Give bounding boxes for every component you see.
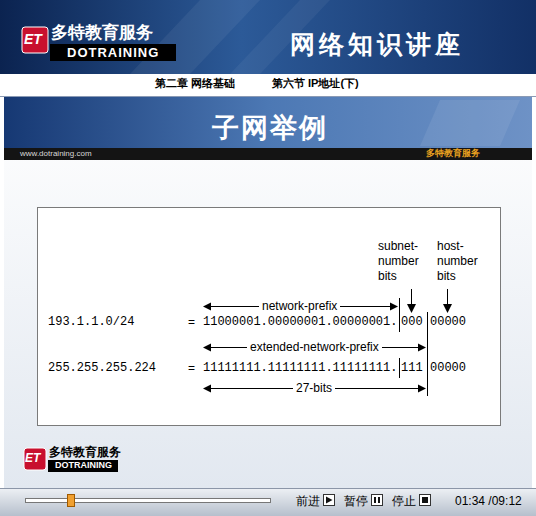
pointer-line bbox=[447, 289, 448, 306]
arrow-head bbox=[390, 303, 398, 311]
arrow-head bbox=[203, 385, 211, 393]
prefix-label: network-prefix bbox=[259, 299, 340, 313]
player-bar bbox=[0, 488, 536, 516]
logo-band bbox=[48, 460, 118, 472]
subnet-mask: 255.255.255.224 bbox=[48, 361, 156, 375]
logo-badge bbox=[22, 27, 48, 53]
divider-bar bbox=[399, 298, 400, 332]
pause-icon bbox=[372, 495, 383, 506]
logo-text: 多特教育服务 bbox=[51, 23, 153, 43]
pointer-line bbox=[411, 289, 412, 306]
player-button-label: 停止 bbox=[392, 494, 416, 508]
bits-label: 27-bits bbox=[293, 381, 335, 395]
arrow-head bbox=[203, 303, 211, 311]
binary-digits: 111 bbox=[401, 361, 423, 375]
site-url: www.dotraining.com bbox=[20, 149, 92, 159]
ip-address: 193.1.1.0/24 bbox=[48, 315, 134, 329]
logo-mark: ET bbox=[24, 31, 42, 48]
pause-icon bbox=[374, 497, 376, 503]
diagram-panel bbox=[38, 208, 501, 426]
bit-label: subnet- number bits bbox=[378, 239, 419, 284]
logo-mark: ET bbox=[25, 451, 40, 465]
arrow-head bbox=[418, 344, 426, 352]
equals-sign: = bbox=[188, 361, 195, 375]
prefix-label: extended-network-prefix bbox=[247, 340, 382, 354]
slide-body bbox=[4, 97, 532, 488]
time-display: 01:34 /09:12 bbox=[455, 494, 522, 508]
stop-icon bbox=[420, 495, 431, 506]
player-button-label: 暂停 bbox=[344, 494, 368, 508]
logo-badge bbox=[24, 448, 46, 470]
logo-wordmark: DOTRAINING bbox=[55, 460, 112, 471]
banner-title: 网络知识讲座 bbox=[290, 29, 464, 59]
bit-label: host- number bits bbox=[437, 239, 478, 284]
section-label: 第六节 IP地址(下) bbox=[272, 77, 359, 90]
logo-text: 多特教育服务 bbox=[49, 445, 121, 459]
player-button-label: 前进 bbox=[296, 494, 320, 508]
equals-sign: = bbox=[188, 315, 195, 329]
logo-wordmark: DOTRAINING bbox=[67, 45, 159, 61]
binary-digits: 00000 bbox=[430, 361, 466, 375]
slide-title: 子网举例 bbox=[212, 112, 328, 144]
arrow-head bbox=[443, 304, 452, 313]
play-icon bbox=[326, 497, 333, 504]
progress-thumb bbox=[68, 495, 75, 507]
stop-icon bbox=[422, 497, 428, 503]
arrow-head bbox=[407, 304, 416, 313]
brand-text: 多特教育服务 bbox=[426, 148, 480, 159]
binary-digits: 11111111.11111111.11111111. bbox=[203, 361, 397, 375]
chapter-label: 第二章 网络基础 bbox=[155, 77, 235, 90]
slide-header bbox=[4, 97, 532, 148]
chapter-band bbox=[0, 74, 536, 96]
slide-strip bbox=[4, 148, 532, 160]
binary-digits: 000 bbox=[401, 315, 423, 329]
header-band bbox=[0, 0, 536, 74]
pause-icon bbox=[378, 497, 380, 503]
player-rule bbox=[0, 488, 536, 489]
divider-bar bbox=[427, 312, 428, 396]
chapter-rule bbox=[0, 96, 536, 97]
divider-bar bbox=[399, 358, 400, 378]
watermark-shape bbox=[420, 100, 520, 146]
arrow-head bbox=[203, 344, 211, 352]
binary-digits: 00000 bbox=[430, 315, 466, 329]
progress-track bbox=[26, 499, 271, 503]
binary-digits: 11000001.00000001.00000001. bbox=[203, 315, 397, 329]
arrow-head bbox=[418, 385, 426, 393]
play-icon bbox=[324, 495, 335, 506]
logo-band bbox=[50, 44, 176, 61]
